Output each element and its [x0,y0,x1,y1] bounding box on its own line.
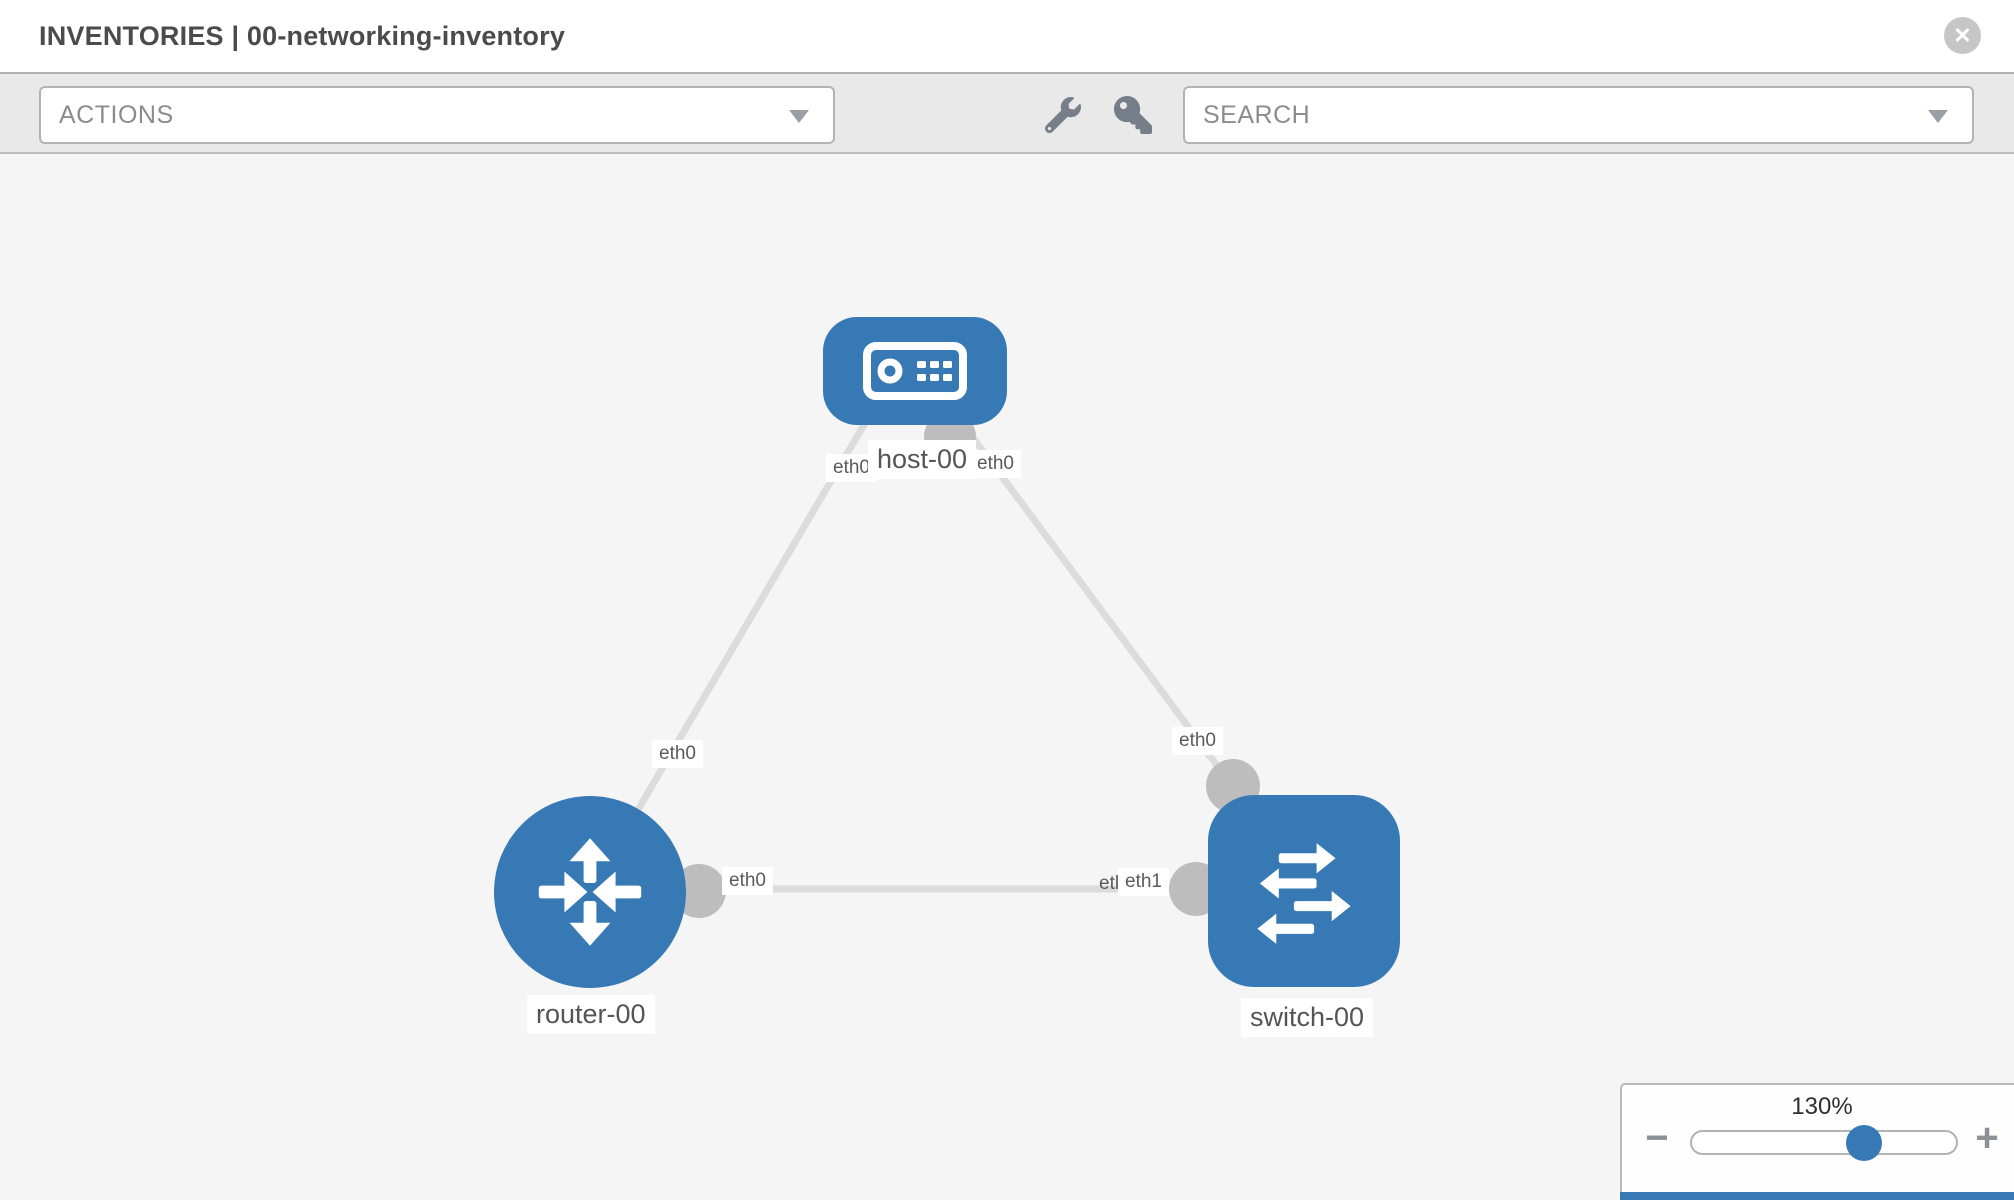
key-icon [1114,96,1152,134]
close-button[interactable]: ✕ [1944,17,1981,54]
chevron-down-icon [1928,110,1948,123]
header-bar: INVENTORIES | 00-networking-inventory ✕ [0,0,2014,72]
page-title: INVENTORIES | 00-networking-inventory [39,20,566,51]
topology-canvas[interactable]: eth0 host-00 eth0 eth0 eth0 etl eth1 eth… [0,154,2014,1200]
toolbar: ACTIONS SEARCH [0,72,2014,154]
zoom-out-button[interactable]: − [1640,1116,1674,1160]
search-placeholder: SEARCH [1203,100,1311,129]
interface-dot-router [672,864,726,918]
node-label-router: router-00 [527,995,655,1035]
host-icon [863,342,967,400]
node-label-host: host-00 [868,440,977,480]
links-layer [588,411,1260,918]
search-dropdown[interactable]: SEARCH [1183,86,1974,144]
link-host-switch[interactable] [959,420,1236,790]
zoom-slider-thumb[interactable] [1846,1125,1882,1161]
node-router-00[interactable] [494,796,686,988]
actions-dropdown[interactable]: ACTIONS [39,86,835,144]
interface-label: eth0 [1172,727,1223,755]
node-host-00[interactable] [823,317,1007,425]
node-label-switch: switch-00 [1241,998,1374,1038]
interface-label: eth1 [1118,868,1169,896]
interface-label-overlap: etl [1099,873,1120,894]
zoom-in-button[interactable]: + [1970,1116,2004,1160]
credentials-button[interactable] [1112,94,1154,136]
plus-icon: + [1975,1116,1999,1160]
configure-button[interactable] [1042,94,1084,136]
chevron-down-icon [789,110,809,123]
minus-icon: − [1645,1116,1669,1160]
wrench-icon [1045,97,1081,133]
interface-label: eth0 [970,450,1021,478]
router-icon [538,838,642,946]
node-switch-00[interactable] [1208,795,1400,987]
interface-label: eth0 [652,740,703,768]
zoom-widget: 130% − + [1620,1083,2014,1200]
actions-dropdown-label: ACTIONS [59,100,174,129]
switch-icon [1257,843,1351,944]
interface-label: eth0 [722,867,773,895]
zoom-level: 130% [1791,1093,1853,1120]
zoom-slider-track[interactable] [1690,1130,1958,1155]
bottom-accent-strip [1620,1192,2014,1200]
close-icon: ✕ [1953,22,1972,48]
